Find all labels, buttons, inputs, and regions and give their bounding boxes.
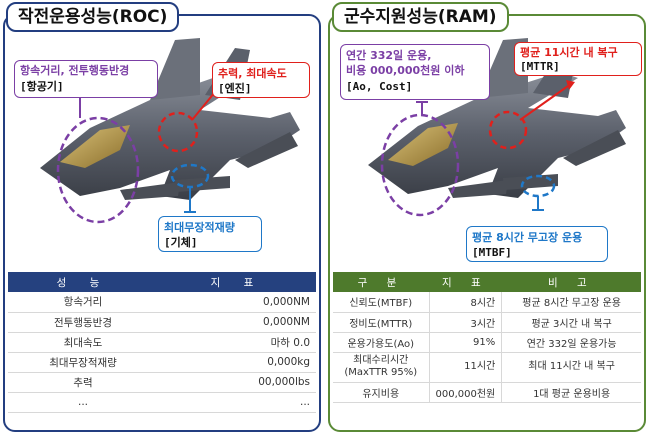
roc-airframe-tag-text: [기체] — [164, 236, 198, 249]
roc-cell-performance: 전투행동반경 — [8, 312, 158, 333]
table-row: 운용가용도(Ao)91%연간 332일 운용가능 — [333, 332, 641, 353]
roc-airframe-tag: [기체] — [164, 236, 198, 250]
ram-title: 군수지원성능(RAM) — [332, 2, 509, 32]
ram-cell-category: 운용가용도(Ao) — [333, 332, 430, 353]
ram-mttr-tag: [MTTR] — [520, 60, 560, 74]
roc-engine-tag-text: [엔진] — [218, 82, 252, 95]
roc-cell-indicator: 마하 0.0 — [158, 332, 316, 353]
roc-table-header: 성 능 지 표 — [8, 272, 316, 292]
ram-cell-remarks: 1대 평균 운용비용 — [501, 382, 641, 403]
roc-aircraft-text: 항속거리, 전투행동반경 — [20, 64, 130, 77]
ram-mttr-callout — [514, 42, 642, 76]
table-row: ...... — [8, 392, 316, 413]
ram-mttr-tag-text: [MTTR] — [520, 60, 560, 73]
ram-cell-category: 유지비용 — [333, 382, 430, 403]
ram-mtbf-callout — [466, 226, 608, 262]
ram-ao-tag: [Ao, Cost] — [346, 80, 412, 94]
roc-aircraft-callout — [14, 60, 158, 98]
roc-cell-performance: 최대속도 — [8, 332, 158, 353]
ram-cell-category: 최대수리시간(MaxTTR 95%) — [333, 352, 430, 383]
ram-cell-remarks: 평균 8시간 무고장 운용 — [501, 292, 641, 313]
ram-ao-tag-text: [Ao, Cost] — [346, 80, 413, 93]
ram-header-category: 구 분 — [333, 272, 429, 292]
roc-cell-performance: 최대무장적재량 — [8, 352, 158, 373]
ram-mttr-marker — [488, 110, 528, 150]
roc-engine-marker — [157, 111, 199, 153]
roc-cell-indicator: 0,000kg — [158, 352, 316, 373]
roc-engine-callout — [212, 62, 310, 98]
ram-cell-indicator: 11시간 — [429, 352, 503, 383]
roc-title: 작전운용성능(ROC) — [6, 2, 180, 32]
roc-header-indicator: 지 표 — [158, 272, 316, 292]
ram-mtbf-tag-text: [MTBF] — [472, 246, 512, 259]
roc-cell-indicator: 00,000lbs — [158, 372, 316, 393]
ram-cell-indicator: 000,000천원 — [429, 382, 503, 403]
roc-cell-performance: ... — [8, 392, 158, 413]
ram-cell-category: 신뢰도(MTBF) — [333, 292, 430, 313]
ram-cell-remarks: 최대 11시간 내 복구 — [501, 352, 641, 383]
ram-table-header: 구 분 지 표 비 고 — [333, 272, 641, 292]
ram-ao-line1: 연간 332일 운용, — [346, 49, 432, 62]
roc-cell-performance: 추력 — [8, 372, 158, 393]
ram-mttr-text: 평균 11시간 내 복구 — [520, 46, 618, 59]
ram-ao-line2: 비용 000,000천원 이하 — [346, 64, 465, 77]
roc-airframe-text: 최대무장적재량 — [164, 221, 235, 234]
roc-cell-performance: 항속거리 — [8, 292, 158, 313]
ram-cell-indicator: 8시간 — [429, 292, 503, 313]
ram-cell-indicator: 91% — [429, 332, 503, 353]
roc-cell-indicator: ... — [158, 392, 316, 413]
roc-aircraft-tag: [항공기] — [20, 80, 64, 94]
roc-cell-indicator: 0,000NM — [158, 312, 316, 333]
roc-aircraft-marker — [56, 116, 140, 224]
roc-engine-tag: [엔진] — [218, 82, 252, 96]
ram-cell-remarks: 평균 3시간 내 복구 — [501, 312, 641, 333]
ram-cell-indicator: 3시간 — [429, 312, 503, 333]
roc-airframe-callout — [158, 216, 262, 252]
ram-cell-remarks: 연간 332일 운용가능 — [501, 332, 641, 353]
ram-header-indicator: 지 표 — [429, 272, 502, 292]
roc-cell-indicator: 0,000NM — [158, 292, 316, 313]
roc-aircraft-tag-text: [항공기] — [20, 80, 64, 93]
ram-cell-category: 정비도(MTTR) — [333, 312, 430, 333]
ram-header-remarks: 비 고 — [501, 272, 641, 292]
roc-engine-text: 추력, 최대속도 — [218, 67, 287, 80]
ram-ao-marker — [380, 113, 460, 217]
ram-mtbf-tag: [MTBF] — [472, 246, 512, 260]
ram-ao-callout — [340, 44, 490, 100]
roc-header-performance: 성 능 — [8, 272, 158, 292]
ram-mtbf-text: 평균 8시간 무고장 운용 — [472, 231, 583, 244]
